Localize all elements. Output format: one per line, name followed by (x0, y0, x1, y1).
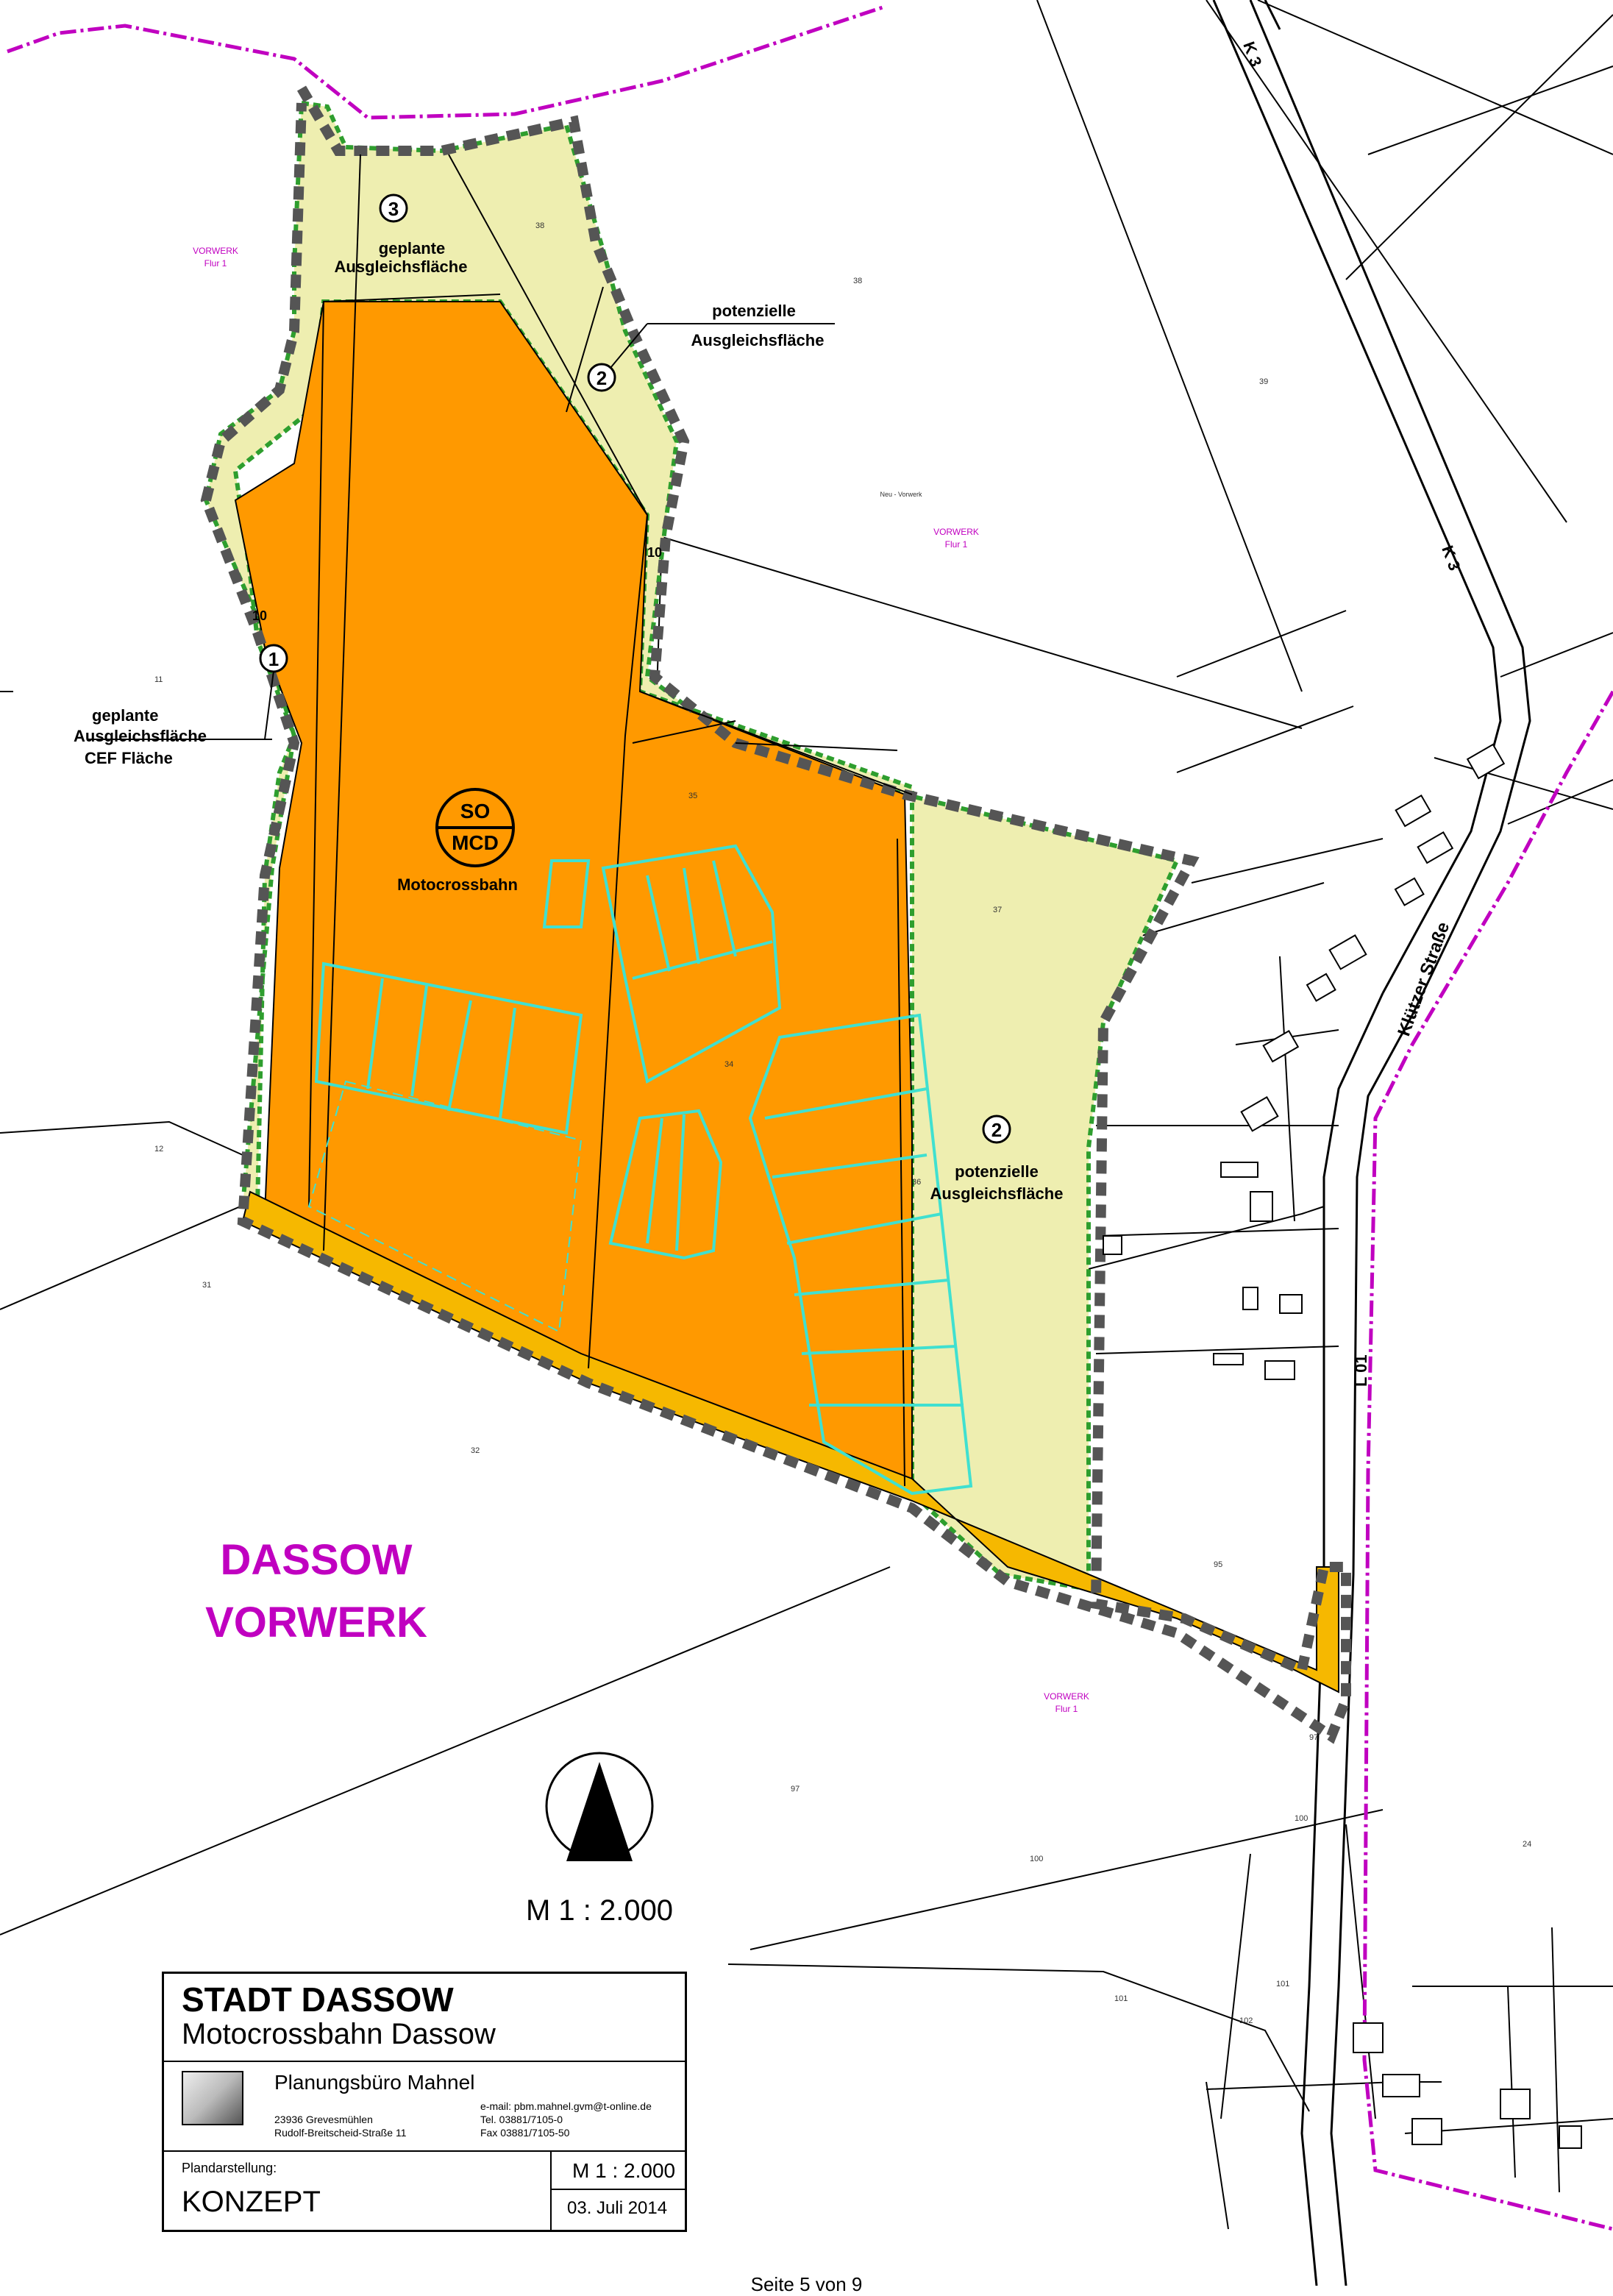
distance-10-a: 10 (647, 545, 662, 560)
flur-b: Flur 1 (945, 539, 968, 550)
parcel-number: 95 (1214, 1560, 1222, 1569)
neu-vorwerk: Neu - Vorwerk (880, 491, 922, 498)
area-2a-number: 2 (597, 367, 607, 389)
north-arrow-scale: M 1 : 2.000 (526, 1894, 673, 1927)
parcel-number: 12 (154, 1145, 163, 1154)
plots (314, 844, 973, 1496)
area-3-label: 3 geplante Ausgleichsfläche (335, 193, 468, 276)
north-arrow-icon (566, 1762, 633, 1861)
office-address-1: 23936 Grevesmühlen (274, 2114, 373, 2125)
parcel-number: 11 (154, 675, 163, 684)
area-2a-line1: potenzielle (712, 302, 796, 320)
area-1-line2: Ausgleichsfläche (74, 727, 207, 745)
title-block: STADT DASSOW Motocrossbahn Dassow Planun… (162, 1972, 687, 2232)
flur-c: Flur 1 (1055, 1704, 1078, 1714)
road-kluetzer: Klützer Straße (1394, 920, 1453, 1039)
area-2b-line2: Ausgleichsfläche (930, 1184, 1064, 1203)
plan-type-value: KONZEPT (182, 2186, 321, 2218)
area-1-line1: geplante (92, 706, 158, 725)
parcel-number: 97 (791, 1785, 800, 1794)
parcel-number: 31 (202, 1281, 211, 1290)
office-email: e-mail: pbm.mahnel.gvm@t-online.de (480, 2100, 652, 2112)
vorwerk-a: VORWERK (193, 246, 238, 256)
parcel-number: 38 (535, 221, 544, 230)
parcel-number: 35 (688, 792, 697, 800)
town-name-line2: VORWERK (205, 1599, 427, 1646)
area-1-label: 1 geplante Ausgleichsfläche CEF Fläche (74, 644, 288, 767)
parcel-number: 39 (1259, 377, 1268, 386)
office-name: Planungsbüro Mahnel (274, 2071, 475, 2094)
parcel-numbers: 38 38 39 11 35 37 34 36 12 31 32 95 97 9… (154, 221, 1531, 2025)
parcel-number: 32 (471, 1446, 480, 1455)
area-2b-number: 2 (991, 1119, 1002, 1141)
parcel-number: 100 (1295, 1814, 1308, 1823)
area-2b-label: 2 potenzielle Ausgleichsfläche (930, 1115, 1064, 1203)
parcel-number: 101 (1114, 1994, 1128, 2003)
area-2b-number-circle (982, 1115, 1011, 1144)
parcel-number: 34 (724, 1060, 733, 1069)
plan-date: 03. Juli 2014 (567, 2198, 668, 2218)
area-3-number-circle (379, 193, 408, 223)
area-1-number: 1 (268, 648, 279, 670)
parcel-number: 36 (912, 1178, 921, 1187)
parcel-number: 101 (1276, 1980, 1289, 1988)
area-2a-number-circle (587, 363, 616, 392)
buildings (1103, 743, 1582, 2149)
office-fax: Fax 03881/7105-50 (480, 2127, 570, 2139)
area-3-number: 3 (388, 198, 399, 220)
mcd-label: MCD (452, 831, 499, 854)
parcel-number: 37 (993, 906, 1002, 914)
road-k3 (1212, 0, 1531, 1016)
title-city: STADT DASSOW (182, 1980, 454, 2019)
office-address-2: Rudolf-Breitscheid-Straße 11 (274, 2127, 407, 2139)
office-logo (182, 2071, 243, 2125)
parcel-number: 24 (1523, 1840, 1531, 1849)
plan-type-label: Plandarstellung: (182, 2161, 277, 2175)
parcel-number: 97 (1309, 1733, 1318, 1742)
area-2a-line2: Ausgleichsfläche (691, 331, 825, 349)
area-2a-label: potenzielle Ausgleichsfläche 2 (587, 302, 835, 392)
motocross-label: Motocrossbahn (397, 875, 518, 894)
road-k3-top: K 3 (1239, 39, 1265, 69)
title-project: Motocrossbahn Dassow (182, 2018, 496, 2050)
vorwerk-c: VORWERK (1044, 1691, 1089, 1702)
page-footer: Seite 5 von 9 (750, 2273, 863, 2295)
parcel-number: 102 (1239, 2016, 1253, 2025)
office-tel: Tel. 03881/7105-0 (480, 2114, 563, 2125)
area-2b-line1: potenzielle (955, 1162, 1039, 1181)
cadastral-lines (0, 0, 1613, 2230)
plan-scale: M 1 : 2.000 (572, 2159, 676, 2182)
area-3-line1: geplante (379, 239, 445, 257)
interior-lines (308, 154, 913, 1487)
parcel-number: 38 (853, 277, 862, 285)
so-label: SO (460, 800, 490, 822)
motocross-area (234, 301, 913, 1495)
flur-a: Flur 1 (204, 258, 227, 269)
distance-10-b: 10 (252, 608, 267, 623)
road-l01: L 01 (1352, 1354, 1370, 1387)
town-name-line1: DASSOW (221, 1536, 413, 1584)
municipal-boundary (7, 5, 1613, 2231)
so-mcd-symbol: SO MCD Motocrossbahn (397, 788, 518, 894)
area-1-line3: CEF Fläche (85, 749, 173, 767)
parcel-number: 100 (1030, 1855, 1043, 1863)
north-arrow: M 1 : 2.000 (526, 1752, 673, 1927)
vorwerk-b: VORWERK (933, 527, 979, 537)
area-3-line2: Ausgleichsfläche (335, 257, 468, 276)
